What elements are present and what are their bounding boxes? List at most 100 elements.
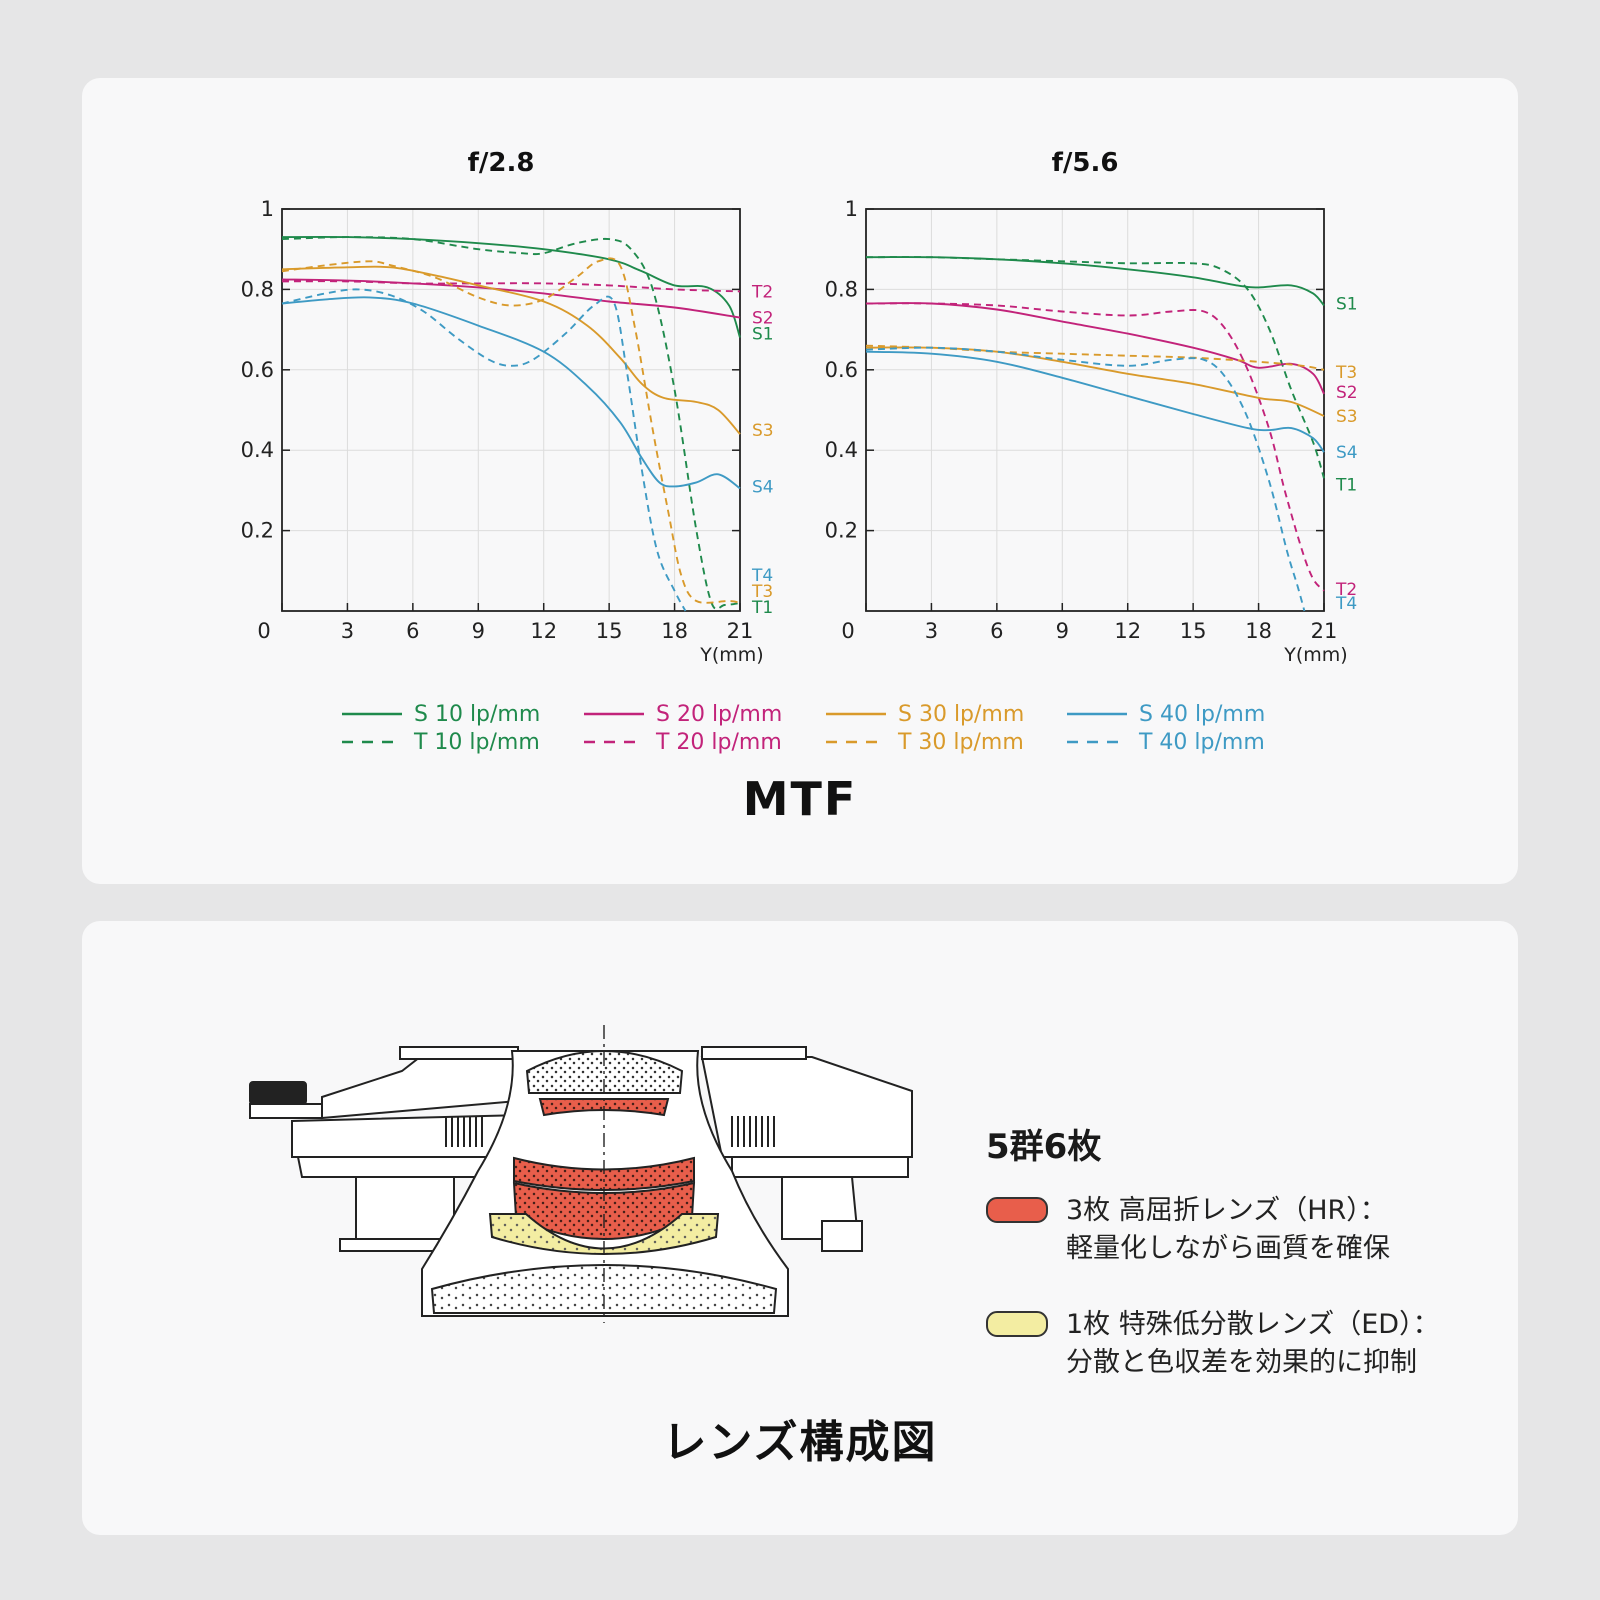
- x-tick-label: 21: [727, 619, 754, 643]
- series-label: S2: [752, 309, 774, 329]
- x-tick-label: 15: [596, 619, 623, 643]
- series-label: S3: [752, 421, 774, 441]
- series-line-S4: [281, 296, 741, 490]
- x-tick-label: 21: [1311, 619, 1338, 643]
- y-tick-label: 0.8: [825, 277, 858, 301]
- y-tick-label: 0.2: [241, 519, 274, 543]
- x-axis-label: Y(mm): [1283, 644, 1347, 666]
- legend-group-30: S 30 lp/mm T 30 lp/mm: [826, 700, 1066, 756]
- series-line-T1: [281, 236, 741, 610]
- lens-element-5-ed: [488, 1213, 720, 1255]
- lens-item-line: 3枚 高屈折レンズ（HR）：: [1066, 1195, 1387, 1226]
- x-tick-label: 12: [1114, 619, 1141, 643]
- legend-swatch: [1067, 712, 1127, 716]
- legend-label: S 40 lp/mm: [1139, 701, 1266, 727]
- y-tick-label: 0.6: [241, 358, 274, 382]
- legend-group-40: S 40 lp/mm T 40 lp/mm: [1067, 700, 1307, 756]
- y-tick-label: 0.4: [241, 438, 274, 462]
- series-label: T2: [1335, 580, 1357, 600]
- lens-title: レンズ構成図: [662, 1417, 938, 1468]
- x-tick-label: 9: [472, 619, 485, 643]
- series-line-T2: [281, 280, 741, 293]
- hr-swatch: [986, 1197, 1048, 1223]
- legend-item: T 40 lp/mm: [1067, 728, 1307, 756]
- x-tick-label: 6: [990, 619, 1003, 643]
- plot-frame: [281, 208, 741, 612]
- x-tick-label: 3: [925, 619, 938, 643]
- series-label: T2: [751, 282, 773, 302]
- lens-item-line: 軽量化しながら画質を確保: [1066, 1233, 1390, 1264]
- y-tick-label: 0.6: [825, 358, 858, 382]
- series-label: T1: [1335, 475, 1357, 495]
- series-line-S1: [865, 256, 1325, 307]
- lens-item-line: 分散と色収差を効果的に抑制: [1066, 1347, 1417, 1378]
- series-label: S1: [1336, 294, 1358, 314]
- legend-swatch: [826, 740, 886, 744]
- y-tick-label: 1: [845, 197, 858, 221]
- legend-swatch: [584, 712, 644, 716]
- chart-title: f/2.8: [468, 148, 535, 178]
- series-line-T4: [865, 346, 1306, 612]
- mtf-title: MTF: [742, 772, 858, 826]
- series-line-T3: [281, 257, 741, 604]
- series-label: T1: [751, 598, 773, 618]
- legend-item: S 30 lp/mm: [826, 700, 1066, 728]
- x-tick-label: 18: [1245, 619, 1272, 643]
- legend-item: S 10 lp/mm: [342, 700, 582, 728]
- series-label: T3: [751, 582, 773, 602]
- series-line-S2: [281, 278, 741, 319]
- series-line-S4: [865, 350, 1325, 453]
- legend-label: T 30 lp/mm: [898, 729, 1024, 755]
- x-tick-label: 3: [341, 619, 354, 643]
- legend-label: T 20 lp/mm: [656, 729, 782, 755]
- y-tick-label: 0.8: [241, 277, 274, 301]
- x-tick-label: 0: [841, 619, 854, 643]
- legend-swatch: [584, 740, 644, 744]
- legend-swatch: [342, 712, 402, 716]
- y-tick-label: 0.4: [825, 438, 858, 462]
- series-label: S1: [752, 325, 774, 345]
- series-label: S4: [1336, 443, 1358, 463]
- legend-label: S 20 lp/mm: [656, 701, 783, 727]
- y-tick-label: 1: [261, 197, 274, 221]
- series-line-S3: [281, 265, 741, 435]
- series-label: T4: [1335, 594, 1357, 614]
- series-line-T4: [281, 288, 687, 612]
- legend-label: S 30 lp/mm: [898, 701, 1025, 727]
- ed-swatch: [986, 1311, 1048, 1337]
- lens-card: 5群6枚 3枚 高屈折レンズ（HR）： 軽量化しながら画質を確保 1枚 特殊低分…: [82, 921, 1518, 1535]
- series-line-T1: [865, 256, 1325, 479]
- x-tick-label: 15: [1180, 619, 1207, 643]
- legend-swatch: [1067, 740, 1127, 744]
- series-label: T3: [1335, 363, 1357, 383]
- legend-label: S 10 lp/mm: [414, 701, 541, 727]
- x-tick-label: 9: [1056, 619, 1069, 643]
- lens-diagram: [249, 1025, 913, 1323]
- series-label: S4: [752, 477, 774, 497]
- lens-info: 5群6枚 3枚 高屈折レンズ（HR）： 軽量化しながら画質を確保 1枚 特殊低分…: [986, 1119, 1486, 1420]
- legend-group-20: S 20 lp/mm T 20 lp/mm: [584, 700, 824, 756]
- series-line-T2: [865, 302, 1325, 592]
- series-line-S3: [865, 346, 1325, 417]
- lens-item-ed: 1枚 特殊低分散レンズ（ED）： 分散と色収差を効果的に抑制: [986, 1306, 1486, 1382]
- series-label: S3: [1336, 407, 1358, 427]
- x-tick-label: 12: [530, 619, 557, 643]
- plot-frame: [865, 208, 1325, 612]
- legend-label: T 40 lp/mm: [1139, 729, 1265, 755]
- x-axis-label: Y(mm): [699, 644, 763, 666]
- legend-item: T 20 lp/mm: [584, 728, 824, 756]
- x-tick-label: 0: [257, 619, 270, 643]
- series-line-T3: [865, 344, 1325, 371]
- legend-item: T 10 lp/mm: [342, 728, 582, 756]
- legend-group-10: S 10 lp/mm T 10 lp/mm: [342, 700, 582, 756]
- y-tick-label: 0.2: [825, 519, 858, 543]
- legend-item: S 40 lp/mm: [1067, 700, 1307, 728]
- lens-item-line: 1枚 特殊低分散レンズ（ED）：: [1066, 1309, 1440, 1340]
- legend-swatch: [342, 740, 402, 744]
- series-label: S2: [1336, 383, 1358, 403]
- lens-heading: 5群6枚: [986, 1127, 1102, 1167]
- x-tick-label: 6: [406, 619, 419, 643]
